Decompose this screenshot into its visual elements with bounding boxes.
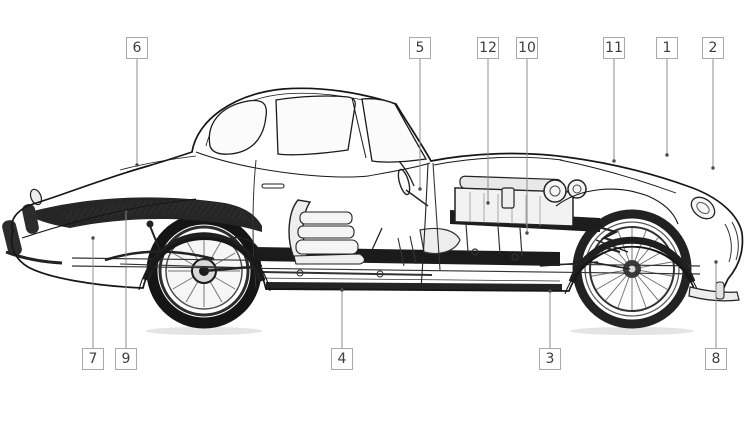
leader-endpoint-5 [418,187,422,191]
ground-shadows [146,327,694,335]
greenhouse-windows [208,95,428,163]
leader-endpoint-3 [548,289,552,293]
leader-endpoint-6 [135,163,139,167]
rear-body-shading [2,188,262,265]
leader-endpoint-10 [525,231,529,235]
leader-endpoint-4 [340,288,344,292]
leader-lines [91,59,718,348]
leader-endpoint-9 [124,210,128,214]
leader-endpoint-8 [714,260,718,264]
leader-endpoint-12 [486,201,490,205]
leader-endpoint-2 [711,166,715,170]
leader-endpoint-7 [91,236,95,240]
cabin-interior [252,157,429,289]
leader-endpoint-1 [665,153,669,157]
engine [419,162,600,271]
front-end-details [688,196,740,302]
leader-endpoint-11 [612,159,616,163]
